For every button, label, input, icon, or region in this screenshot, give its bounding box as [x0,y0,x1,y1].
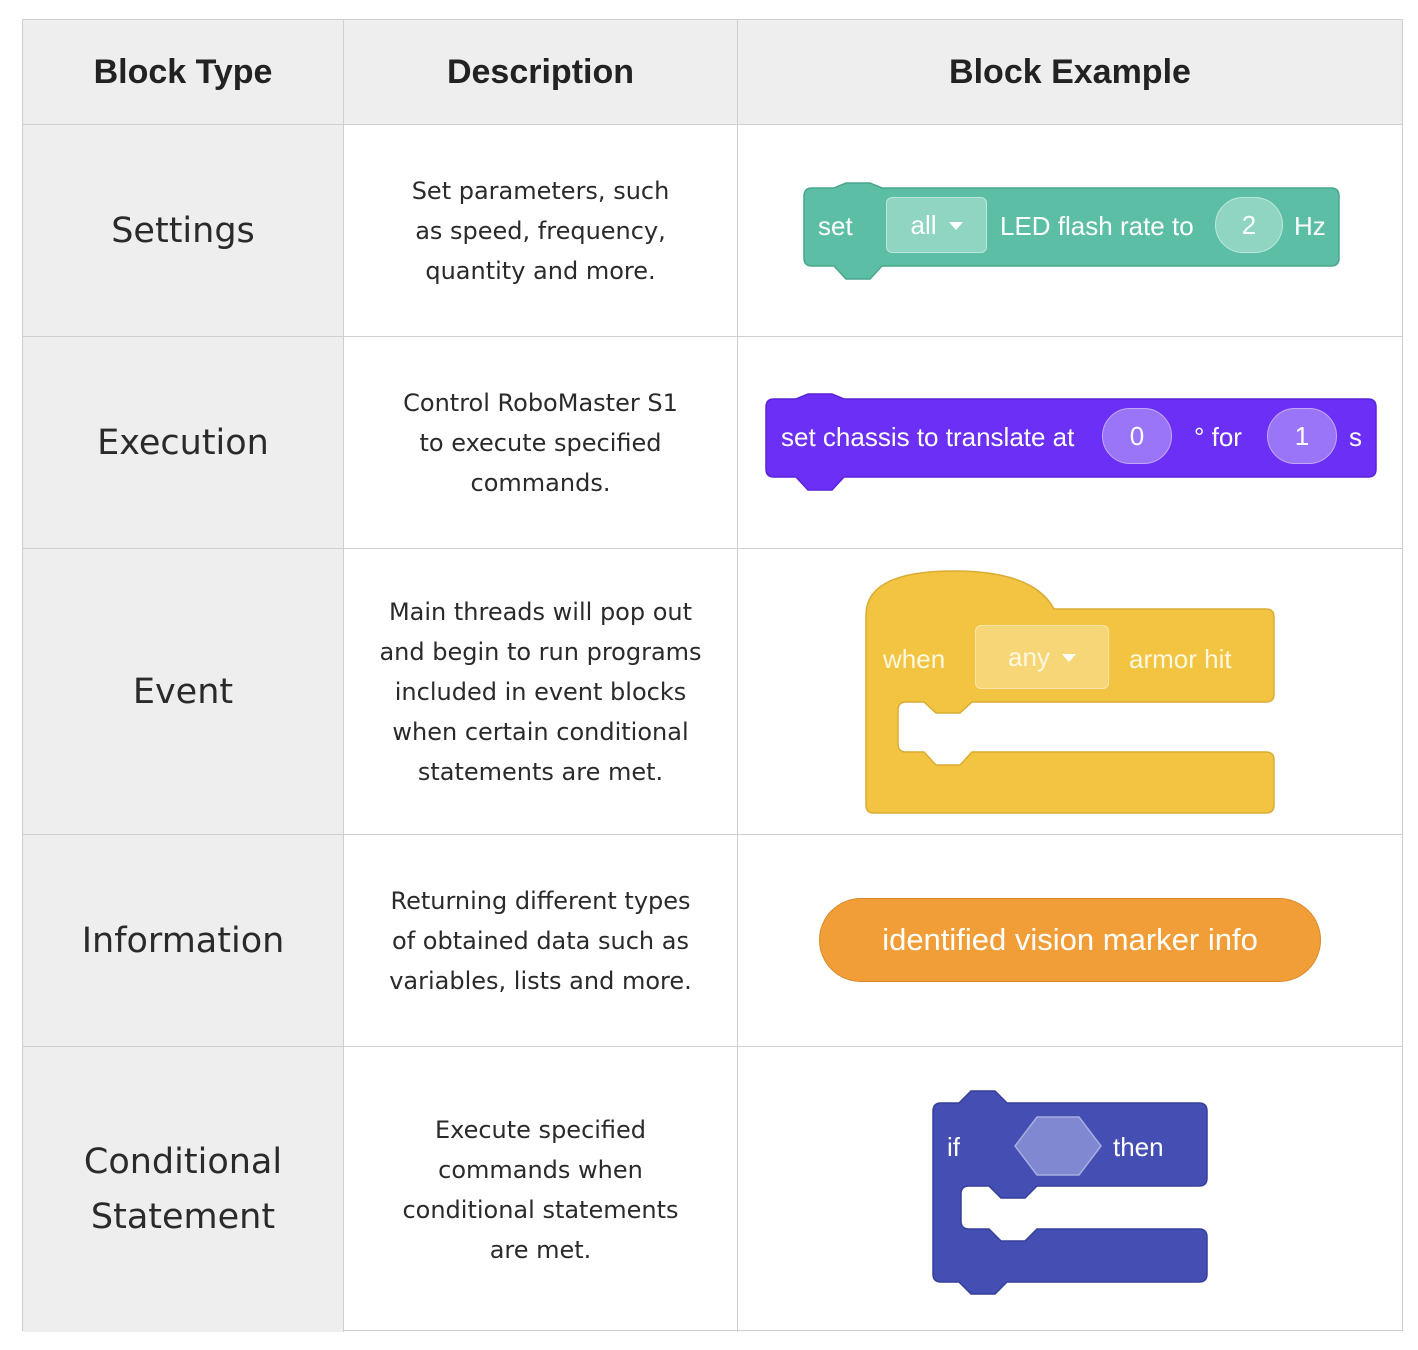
description-cell: Set parameters, such as speed, frequency… [344,125,738,337]
if-label: if [947,1132,960,1162]
block-type-label: Execution [97,422,269,463]
led-target-dropdown[interactable]: all [886,197,987,253]
block-type-cell: Event [23,549,344,835]
settings-block: set all LED flash rate to 2 Hz [803,182,1344,283]
translate-label: set chassis to translate at [781,422,1075,452]
armor-hit-label: armor hit [1129,644,1232,674]
example-cell: set all LED flash rate to 2 Hz [738,125,1402,337]
vision-marker-info-block: identified vision marker info [819,898,1321,982]
description-cell: Control RoboMaster S1 to execute specifi… [344,337,738,549]
degree-for-label: ° for [1194,422,1242,452]
description-cell: Returning different types of obtained da… [344,835,738,1047]
then-label: then [1113,1132,1164,1162]
seconds-unit-label: s [1349,422,1362,452]
event-block-shape [865,570,1275,814]
example-cell: when any armor hit [738,549,1402,835]
example-cell: if then [738,1047,1402,1332]
if-then-block: if then [932,1090,1213,1295]
when-label: when [883,644,946,674]
block-type-label: Event [132,671,234,712]
execution-block-shape [765,393,1377,491]
angle-input[interactable]: 0 [1102,408,1172,464]
flash-rate-input[interactable]: 2 [1215,197,1283,253]
block-types-table: Block Type Description Block Example Set… [22,19,1403,1332]
block-type-cell: Settings [23,125,344,337]
condition-slot[interactable] [1014,1116,1102,1176]
table-row-execution: Execution Control RoboMaster S1 to execu… [23,336,1402,549]
table-row-settings: Settings Set parameters, such as speed, … [23,124,1402,337]
chevron-down-icon [1061,654,1076,662]
block-type-cell: Conditional Statement [23,1047,344,1332]
description-text: Main threads will pop out and begin to r… [379,598,702,786]
description-text: Execute specified commands when conditio… [402,1115,679,1264]
description-text: Control RoboMaster S1 to execute specifi… [403,389,678,497]
block-type-label: Information [81,920,285,961]
example-cell: identified vision marker info [738,835,1402,1047]
armor-selector-dropdown[interactable]: any [975,625,1109,689]
description-cell: Main threads will pop out and begin to r… [344,549,738,835]
table-row-conditional: Conditional Statement Execute specified … [23,1046,1402,1332]
hz-unit-label: Hz [1294,211,1326,241]
header-block-example: Block Example [738,20,1402,124]
block-type-label: Settings [111,210,255,251]
description-text: Set parameters, such as speed, frequency… [411,177,670,285]
block-type-cell: Information [23,835,344,1047]
table-row-event: Event Main threads will pop out and begi… [23,548,1402,835]
example-cell: set chassis to translate at 0 ° for 1 s [738,337,1402,549]
duration-input[interactable]: 1 [1267,408,1337,464]
led-flash-rate-label: LED flash rate to [1000,211,1194,241]
header-description: Description [344,20,738,124]
chevron-down-icon [948,222,963,230]
settings-set-label: set [818,211,853,241]
block-type-cell: Execution [23,337,344,549]
header-block-type: Block Type [23,20,344,124]
execution-block: set chassis to translate at 0 ° for 1 s [765,393,1381,494]
if-then-block-shape [932,1090,1208,1295]
description-cell: Execute specified commands when conditio… [344,1047,738,1332]
block-type-label: Conditional Statement [83,1141,283,1237]
description-text: Returning different types of obtained da… [389,887,692,995]
event-block: when any armor hit [865,570,1276,814]
table-header-row: Block Type Description Block Example [23,20,1402,124]
table-row-information: Information Returning different types of… [23,834,1402,1047]
